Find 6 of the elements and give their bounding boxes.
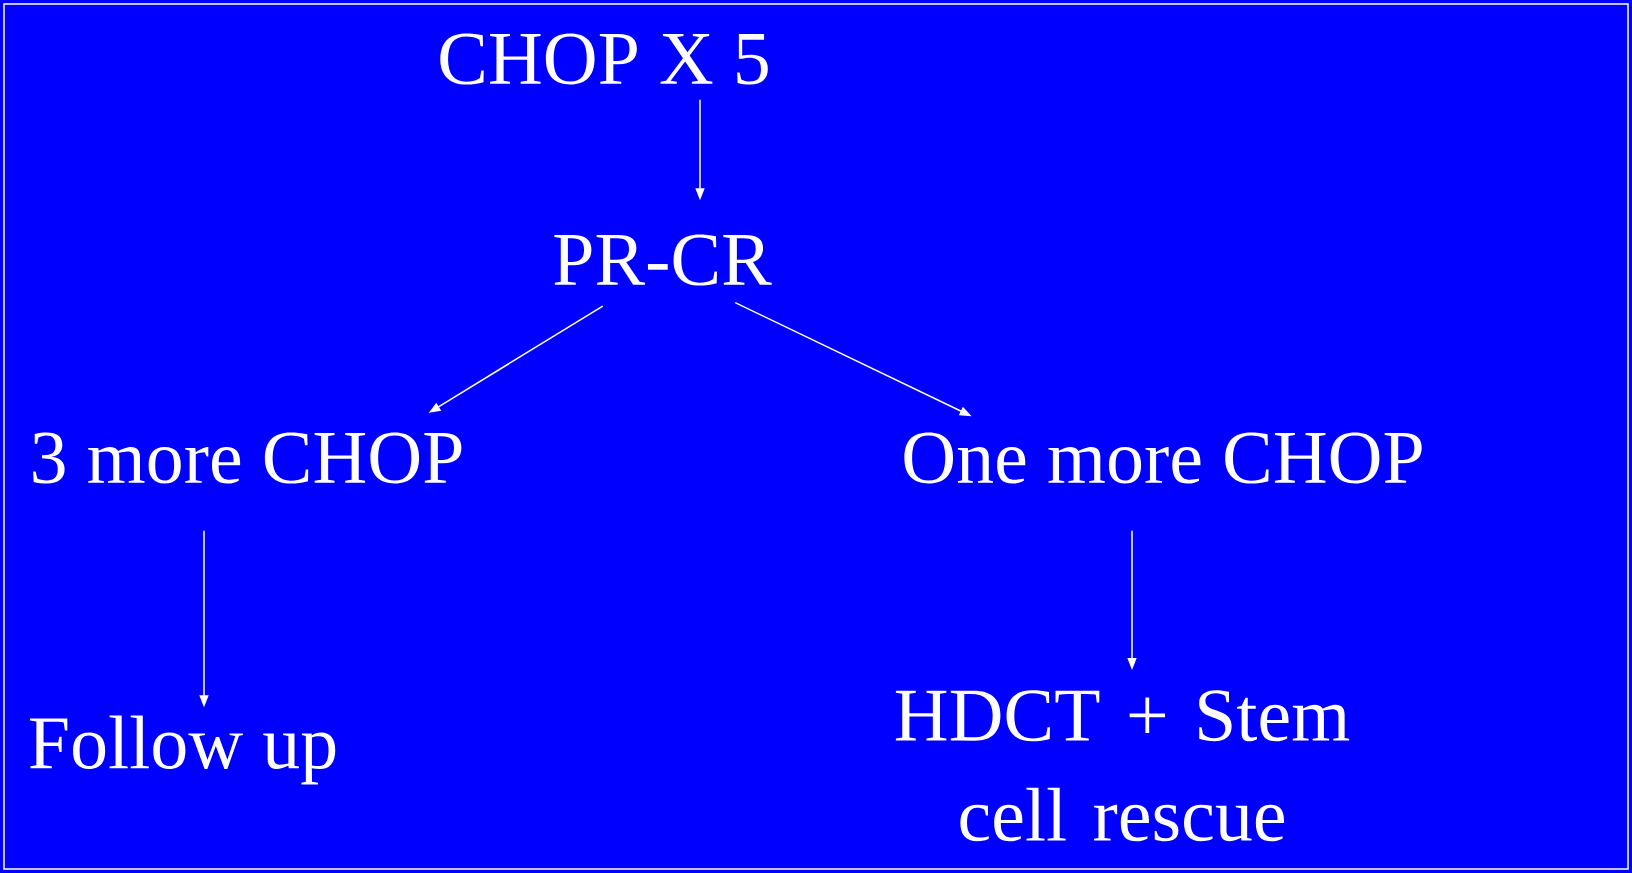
- step-text: 3 more CHOP: [33, 432, 462, 484]
- step-text: PR-CR: [554, 234, 772, 286]
- step-text: CHOP X 5: [440, 33, 768, 85]
- step-text: One more CHOP: [904, 432, 1422, 484]
- step-text: HDCT + Stem cell rescue: [895, 690, 1350, 842]
- step-text: Follow up: [30, 715, 336, 785]
